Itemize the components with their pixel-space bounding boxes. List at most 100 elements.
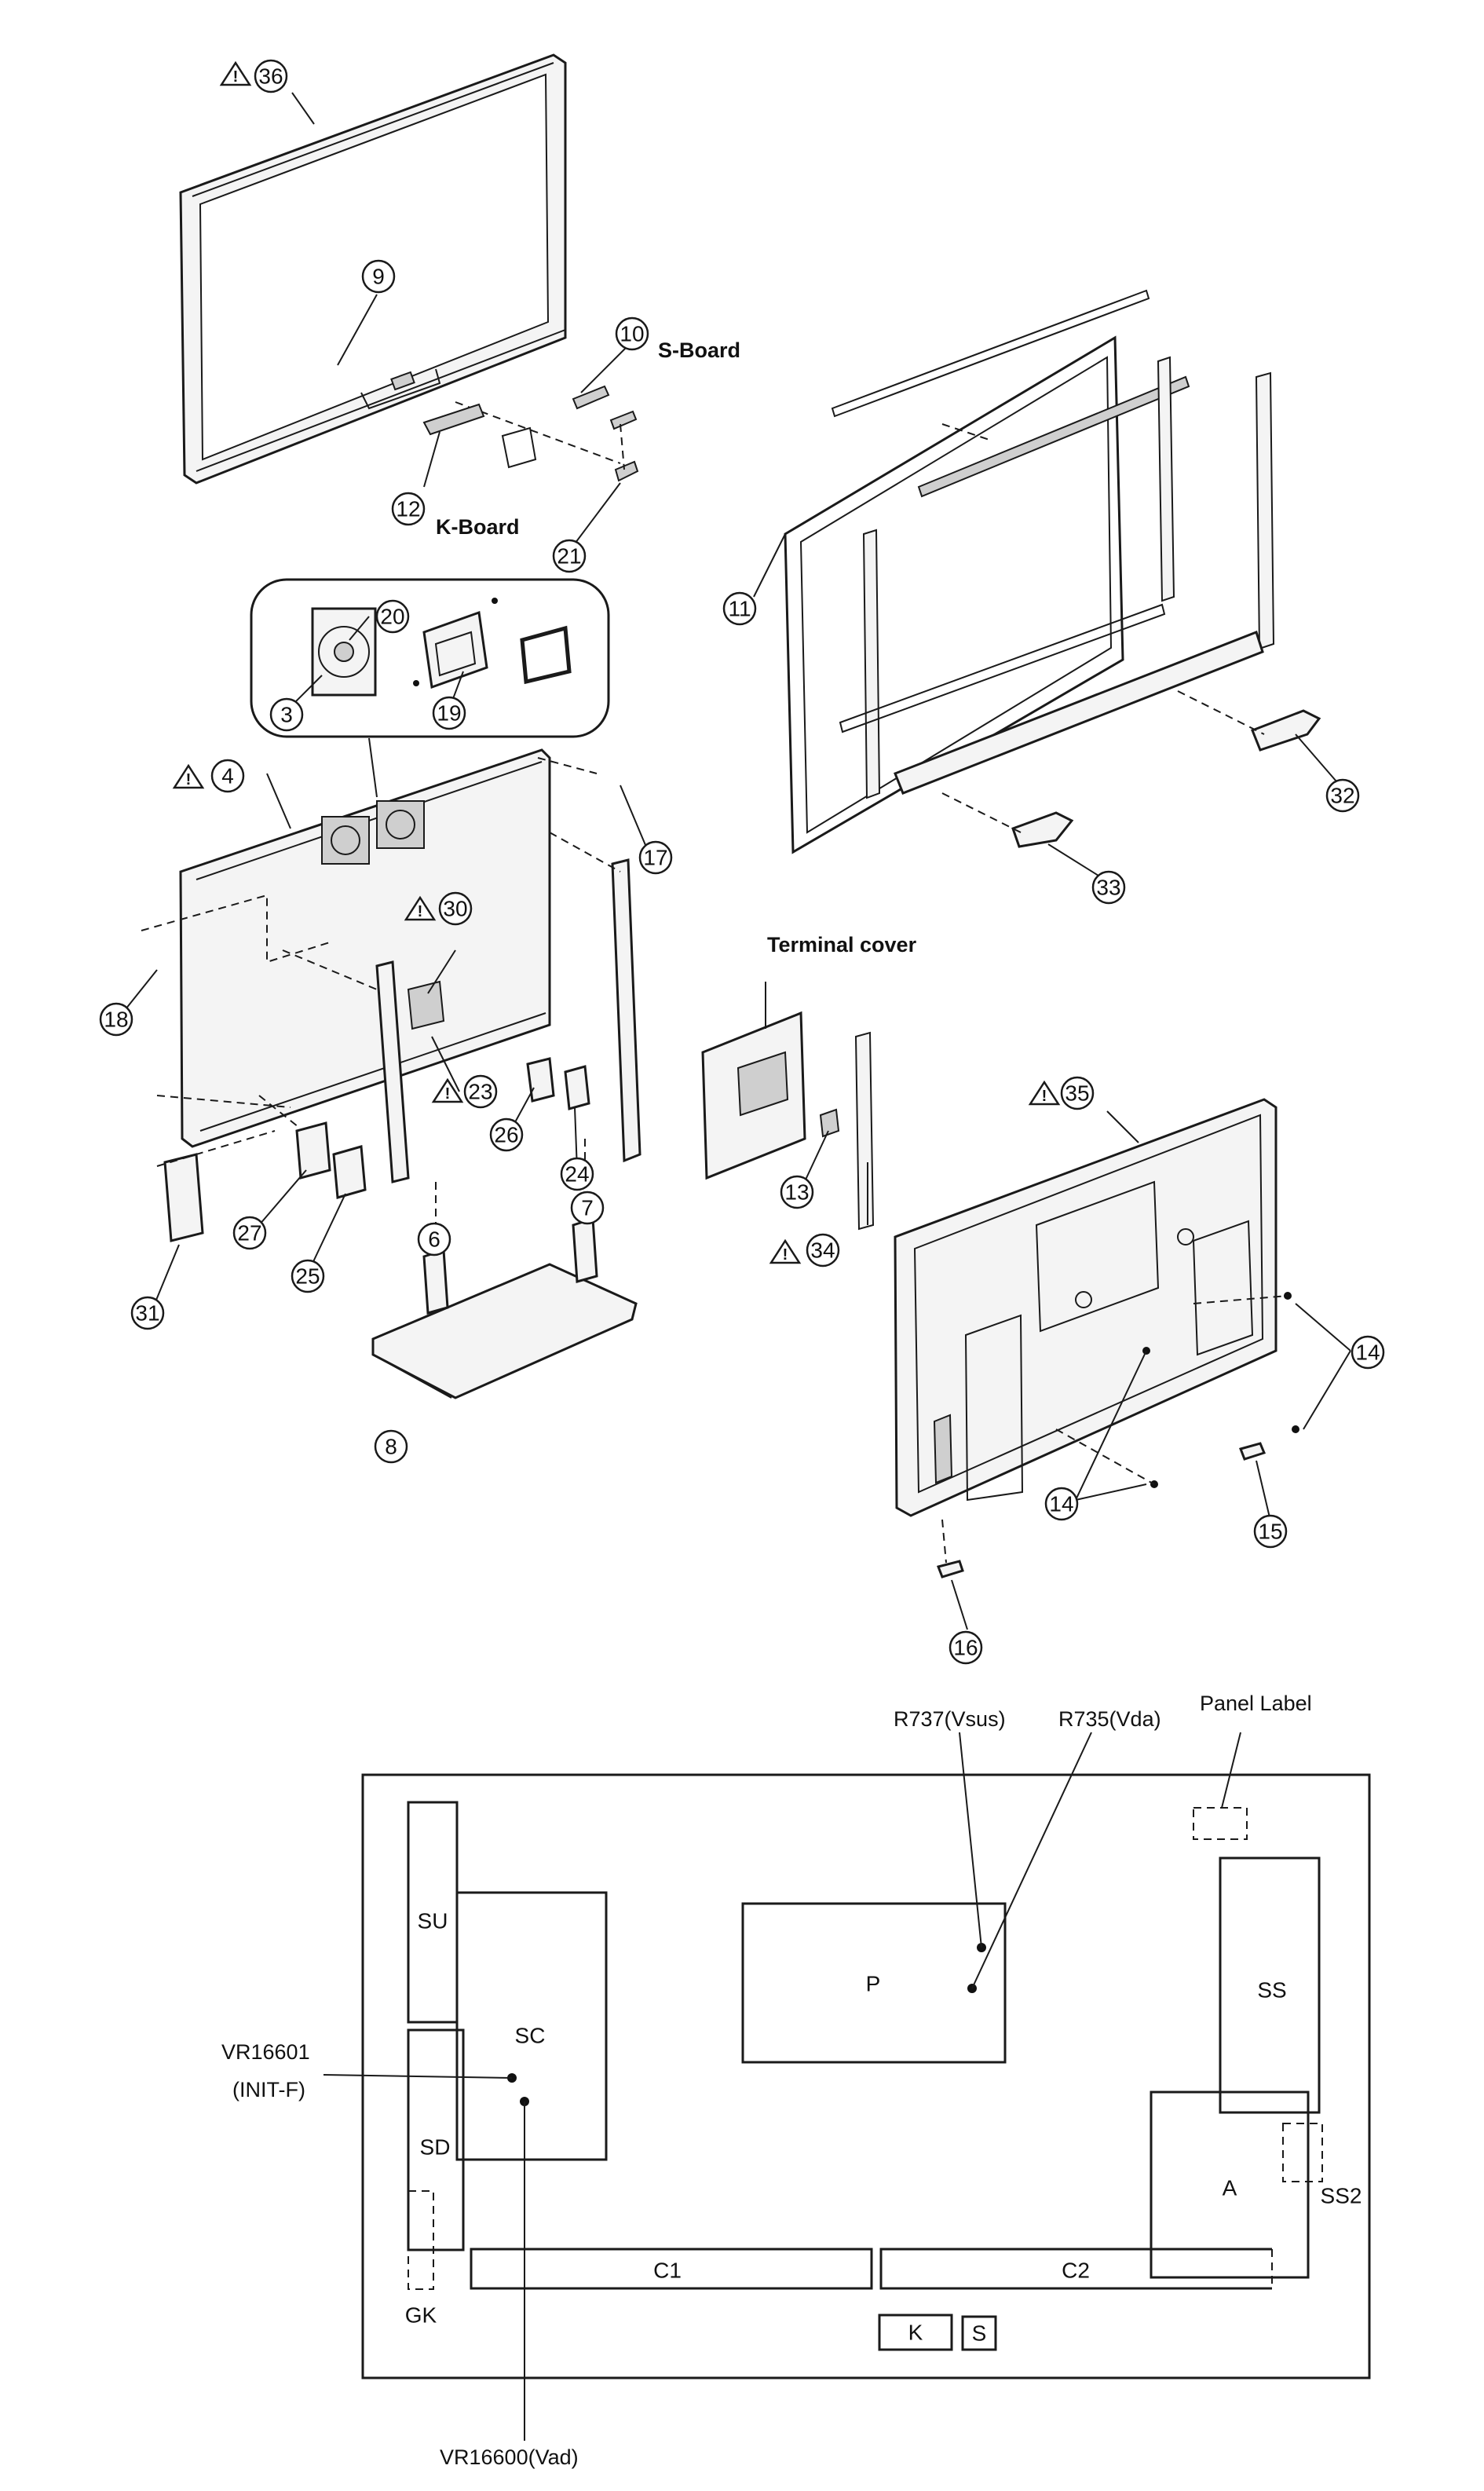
callout-label: 6 — [428, 1227, 440, 1252]
board-a — [1150, 2090, 1310, 2279]
panel-outline — [361, 1773, 1371, 2379]
plasma-panel-frame — [784, 289, 1275, 854]
board-gk-label: GK — [405, 2303, 437, 2328]
callout-14a: 14 — [1351, 1335, 1385, 1370]
panel-label-box — [1193, 1807, 1248, 1840]
board-c1-label: C1 — [653, 2259, 682, 2283]
warning-icon: ! — [1028, 1080, 1061, 1106]
warning-icon: ! — [172, 763, 205, 789]
callout-label: 10 — [620, 322, 644, 346]
board-s — [961, 2315, 997, 2351]
callout-13: 13 — [780, 1175, 814, 1209]
callout-label: 20 — [380, 605, 404, 629]
vr16600-label: VR16600(Vad) — [440, 2445, 579, 2469]
callout-label: 7 — [581, 1196, 594, 1220]
callout-20: 20 — [375, 599, 410, 634]
board-s-label: S — [972, 2321, 987, 2346]
warning-symbols: ! ! ! ! ! ! — [172, 60, 1061, 1264]
svg-text:!: ! — [1042, 1088, 1047, 1105]
bracket-30-part — [407, 980, 445, 1030]
callout-18: 18 — [99, 1002, 133, 1037]
callout-36: 36 — [254, 59, 288, 93]
callout-16: 16 — [949, 1630, 983, 1665]
callout-label: 26 — [494, 1123, 518, 1147]
callout-32: 32 — [1325, 778, 1360, 813]
callout-label: 24 — [565, 1162, 589, 1187]
warning-icon: ! — [219, 60, 252, 86]
board-k-label: K — [908, 2321, 923, 2345]
small-brackets — [156, 1057, 590, 1242]
callout-label: 31 — [135, 1301, 159, 1326]
board-p-label: P — [866, 1972, 881, 1996]
terminal-cover-label: Terminal cover — [767, 933, 917, 957]
terminal-cover-part — [701, 982, 875, 1231]
warning-icon: ! — [769, 1238, 802, 1264]
r737-label: R737(Vsus) — [894, 1707, 1006, 1731]
callout-label: 17 — [643, 846, 667, 870]
panel-label-text: Panel Label — [1200, 1692, 1312, 1715]
callout-label: 25 — [295, 1264, 320, 1289]
callout-21: 21 — [552, 539, 587, 573]
side-bracket — [611, 858, 641, 1163]
callout-31: 31 — [130, 1296, 165, 1330]
callout-23: 23 — [463, 1074, 498, 1109]
board-su-label: SU — [418, 1909, 448, 1933]
callout-24: 24 — [560, 1157, 594, 1191]
callout-25: 25 — [291, 1259, 325, 1293]
svg-text:!: ! — [418, 903, 423, 920]
callout-33: 33 — [1091, 870, 1126, 905]
callout-26: 26 — [489, 1117, 524, 1152]
board-k — [878, 2314, 953, 2351]
callout-8: 8 — [374, 1429, 408, 1464]
board-ss2-label: SS2 — [1321, 2184, 1362, 2208]
board-ss-label: SS — [1257, 1978, 1286, 2003]
init-f-label: (INIT-F) — [232, 2078, 305, 2101]
callout-label: 19 — [437, 701, 461, 726]
board-ss — [1219, 1856, 1321, 2114]
s-board-parts — [422, 385, 639, 482]
callout-4: 4 — [210, 759, 245, 793]
main-chassis — [141, 748, 598, 1148]
callout-label: 14 — [1049, 1492, 1073, 1516]
callout-10: 10 — [615, 316, 649, 351]
callout-label: 13 — [784, 1180, 809, 1205]
callout-label: 8 — [385, 1435, 397, 1459]
callout-label: 27 — [237, 1221, 261, 1246]
board-sd — [407, 2028, 465, 2251]
inset-leader — [368, 737, 378, 798]
callout-12: 12 — [391, 492, 426, 526]
r735-label: R735(Vda) — [1058, 1707, 1161, 1731]
callout-label: 14 — [1355, 1341, 1380, 1365]
board-sc-label: SC — [515, 2024, 546, 2048]
board-a-label: A — [1223, 2176, 1237, 2200]
board-c2 — [879, 2248, 1272, 2290]
callout-label: 33 — [1096, 876, 1120, 900]
board-sc — [455, 1891, 608, 2161]
callout-17: 17 — [638, 840, 673, 875]
board-c1 — [470, 2248, 873, 2290]
callout-34: 34 — [806, 1233, 840, 1267]
board-p — [741, 1902, 1007, 2064]
fan-inset — [250, 578, 610, 738]
callout-label: 34 — [810, 1238, 835, 1263]
svg-text:!: ! — [445, 1085, 451, 1103]
rear-cabinet — [894, 1098, 1299, 1578]
callout-label: 35 — [1065, 1081, 1089, 1106]
callout-27: 27 — [232, 1216, 267, 1250]
callout-leaders — [119, 92, 1351, 1630]
callout-label: 4 — [221, 764, 234, 788]
s-board-label: S-Board — [658, 338, 740, 362]
board-sd-label: SD — [420, 2135, 451, 2160]
callout-label: 18 — [104, 1008, 128, 1032]
callout-label: 16 — [953, 1636, 978, 1660]
callout-30: 30 — [438, 891, 473, 926]
callout-label: 21 — [557, 544, 581, 569]
callout-label: 15 — [1258, 1520, 1282, 1544]
side-bracket-leader — [549, 832, 621, 872]
callout-label: 9 — [372, 265, 385, 289]
svg-text:!: ! — [233, 68, 239, 86]
panel-feet — [941, 690, 1321, 848]
callout-11: 11 — [722, 591, 757, 626]
callout-15: 15 — [1253, 1514, 1288, 1549]
